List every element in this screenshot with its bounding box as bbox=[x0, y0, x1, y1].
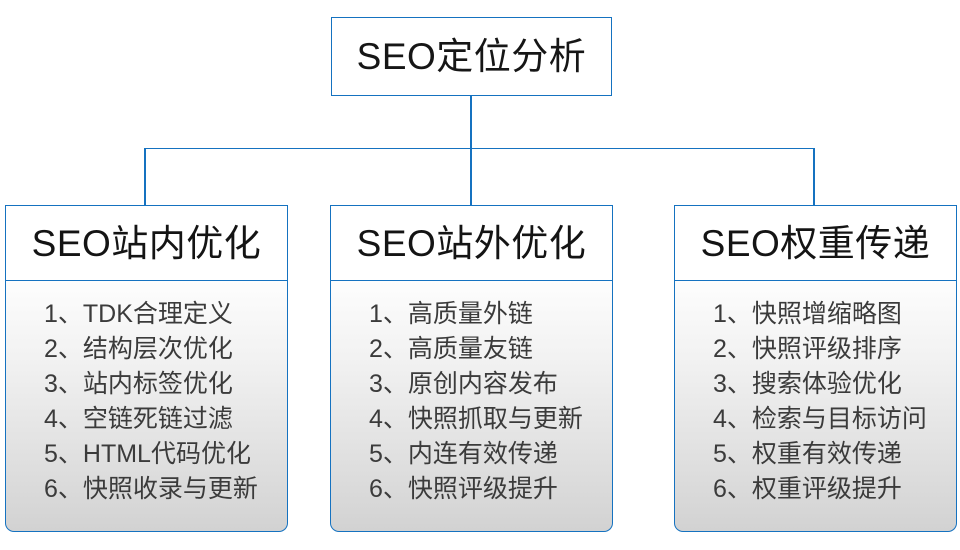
branch-3-title: SEO权重传递 bbox=[700, 222, 931, 264]
branch-1-header[interactable]: SEO站内优化 bbox=[5, 205, 288, 281]
connector-branch-3-drop bbox=[813, 148, 815, 206]
branch-1-body: 1、TDK合理定义 2、结构层次优化 3、站内标签优化 4、空链死链过滤 5、H… bbox=[5, 281, 288, 532]
list-item: 5、HTML代码优化 bbox=[44, 440, 251, 468]
root-node-title: SEO定位分析 bbox=[356, 36, 587, 77]
list-item: 3、站内标签优化 bbox=[44, 370, 233, 398]
connector-branch-1-drop bbox=[144, 148, 146, 206]
list-item: 3、原创内容发布 bbox=[369, 370, 558, 398]
list-item: 2、快照评级排序 bbox=[713, 335, 902, 363]
connector-horizontal-bus bbox=[144, 147, 814, 150]
connector-root-stem bbox=[470, 96, 472, 149]
list-item: 4、空链死链过滤 bbox=[44, 405, 233, 433]
list-item: 5、权重有效传递 bbox=[713, 440, 902, 468]
branch-1-title: SEO站内优化 bbox=[31, 222, 262, 264]
branch-3-header[interactable]: SEO权重传递 bbox=[674, 205, 957, 281]
list-item: 1、快照增缩略图 bbox=[713, 300, 902, 328]
branch-2-header[interactable]: SEO站外优化 bbox=[330, 205, 613, 281]
branch-node-3[interactable]: SEO权重传递 1、快照增缩略图 2、快照评级排序 3、搜索体验优化 4、检索与… bbox=[674, 205, 957, 532]
branch-3-list: 1、快照增缩略图 2、快照评级排序 3、搜索体验优化 4、检索与目标访问 5、权… bbox=[675, 297, 927, 507]
list-item: 4、检索与目标访问 bbox=[713, 405, 927, 433]
list-item: 1、高质量外链 bbox=[369, 300, 533, 328]
list-item: 5、内连有效传递 bbox=[369, 440, 558, 468]
connector-branch-2-drop bbox=[470, 148, 472, 206]
list-item: 6、快照收录与更新 bbox=[44, 475, 258, 503]
list-item: 2、结构层次优化 bbox=[44, 335, 233, 363]
list-item: 3、搜索体验优化 bbox=[713, 370, 902, 398]
list-item: 4、快照抓取与更新 bbox=[369, 405, 583, 433]
branch-3-body: 1、快照增缩略图 2、快照评级排序 3、搜索体验优化 4、检索与目标访问 5、权… bbox=[674, 281, 957, 532]
root-node[interactable]: SEO定位分析 bbox=[331, 17, 612, 96]
list-item: 6、权重评级提升 bbox=[713, 475, 902, 503]
list-item: 1、TDK合理定义 bbox=[44, 300, 233, 328]
branch-2-list: 1、高质量外链 2、高质量友链 3、原创内容发布 4、快照抓取与更新 5、内连有… bbox=[331, 297, 583, 507]
branch-node-2[interactable]: SEO站外优化 1、高质量外链 2、高质量友链 3、原创内容发布 4、快照抓取与… bbox=[330, 205, 613, 532]
branch-1-list: 1、TDK合理定义 2、结构层次优化 3、站内标签优化 4、空链死链过滤 5、H… bbox=[6, 297, 258, 507]
branch-2-body: 1、高质量外链 2、高质量友链 3、原创内容发布 4、快照抓取与更新 5、内连有… bbox=[330, 281, 613, 532]
list-item: 2、高质量友链 bbox=[369, 335, 533, 363]
branch-2-title: SEO站外优化 bbox=[356, 222, 587, 264]
list-item: 6、快照评级提升 bbox=[369, 475, 558, 503]
branch-node-1[interactable]: SEO站内优化 1、TDK合理定义 2、结构层次优化 3、站内标签优化 4、空链… bbox=[5, 205, 288, 532]
